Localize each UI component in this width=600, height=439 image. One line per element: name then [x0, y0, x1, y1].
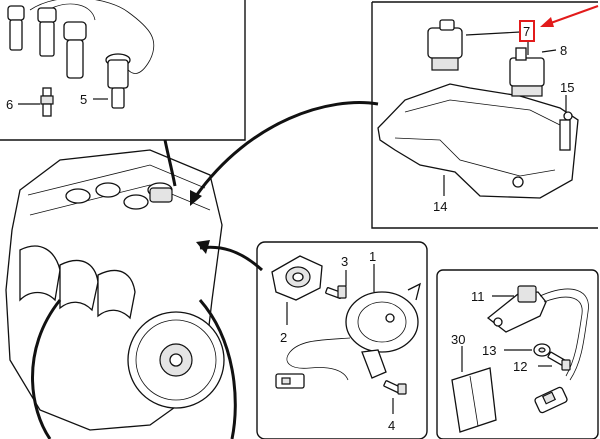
bolt	[383, 380, 407, 395]
location-arrow	[31, 299, 62, 439]
engine-cap	[149, 187, 173, 203]
callout-3: 3	[341, 254, 348, 269]
bracket-edge	[394, 137, 556, 177]
sensor-wire	[286, 337, 351, 381]
lead-boot	[105, 53, 131, 109]
spark-plug	[40, 87, 54, 117]
callout-1: 1	[369, 249, 376, 264]
spark-plug-well	[123, 194, 149, 210]
spark-plug-well	[95, 182, 121, 198]
location-arrows	[31, 101, 379, 439]
ignition-cable	[29, 0, 155, 74]
washer-hole	[538, 347, 546, 353]
sensor-bracket	[271, 255, 323, 301]
callout-30: 30	[451, 332, 465, 347]
callout-14: 14	[433, 199, 447, 214]
callout-12: 12	[513, 359, 527, 374]
callout-5: 5	[80, 92, 87, 107]
ignition-leads-group: 6 5	[6, 0, 155, 117]
frame-ignition-leads	[0, 0, 246, 141]
lead-boot	[63, 21, 87, 79]
engine-illustration	[5, 149, 225, 431]
bracket-hole	[512, 176, 524, 188]
frame-knock-sensor	[256, 241, 428, 439]
coil-bracket-group: 7 8 15 14	[377, 5, 599, 214]
callout-15: 15	[560, 80, 574, 95]
callout-4: 4	[388, 418, 395, 433]
red-highlight-box-icon	[519, 20, 535, 42]
callout-6: 6	[6, 97, 13, 112]
flywheel-center	[169, 353, 183, 367]
location-arrow	[194, 101, 379, 197]
crank-sensor-group: 11 13 12 30	[451, 285, 589, 433]
callout-2: 2	[280, 330, 287, 345]
frame-crank-sensor	[436, 269, 599, 439]
mounting-bracket	[377, 83, 579, 199]
bolt	[325, 285, 347, 299]
bolt	[547, 351, 571, 371]
sensor-cable	[539, 288, 589, 381]
frame-coil-bracket	[371, 2, 598, 229]
arrow-head	[190, 190, 202, 206]
spark-plug-well	[65, 188, 91, 204]
stud	[559, 119, 571, 151]
callout-8: 8	[560, 43, 567, 58]
callout-11: 11	[471, 289, 485, 304]
lead-boot	[37, 7, 57, 57]
knock-sensor-group: 2 3 1 4	[271, 249, 421, 433]
bracket-edge	[404, 99, 561, 126]
flywheel-ring	[135, 319, 217, 401]
red-arrow-icon	[540, 5, 599, 27]
screw	[563, 111, 573, 121]
crank-sensor	[486, 285, 547, 333]
leader-line	[465, 31, 521, 36]
control-module	[509, 47, 545, 97]
engine-detail	[27, 164, 206, 196]
sensor-connector	[275, 373, 305, 389]
lead-boot	[7, 5, 25, 51]
sensor-connector	[534, 386, 568, 414]
intake-runner	[19, 245, 61, 302]
callout-7: 7	[523, 24, 530, 39]
intake-runner	[59, 259, 99, 312]
location-arrow	[198, 299, 237, 439]
ignition-cable	[51, 3, 96, 21]
leader-line	[541, 49, 557, 53]
sensor-cover	[451, 367, 497, 433]
location-arrow	[163, 139, 177, 187]
callout-13: 13	[482, 343, 496, 358]
knock-sensor	[345, 282, 421, 379]
arrow-head	[196, 240, 210, 254]
sensor-cable	[543, 296, 583, 377]
ignition-coil	[427, 19, 463, 71]
intake-runner	[97, 269, 136, 320]
